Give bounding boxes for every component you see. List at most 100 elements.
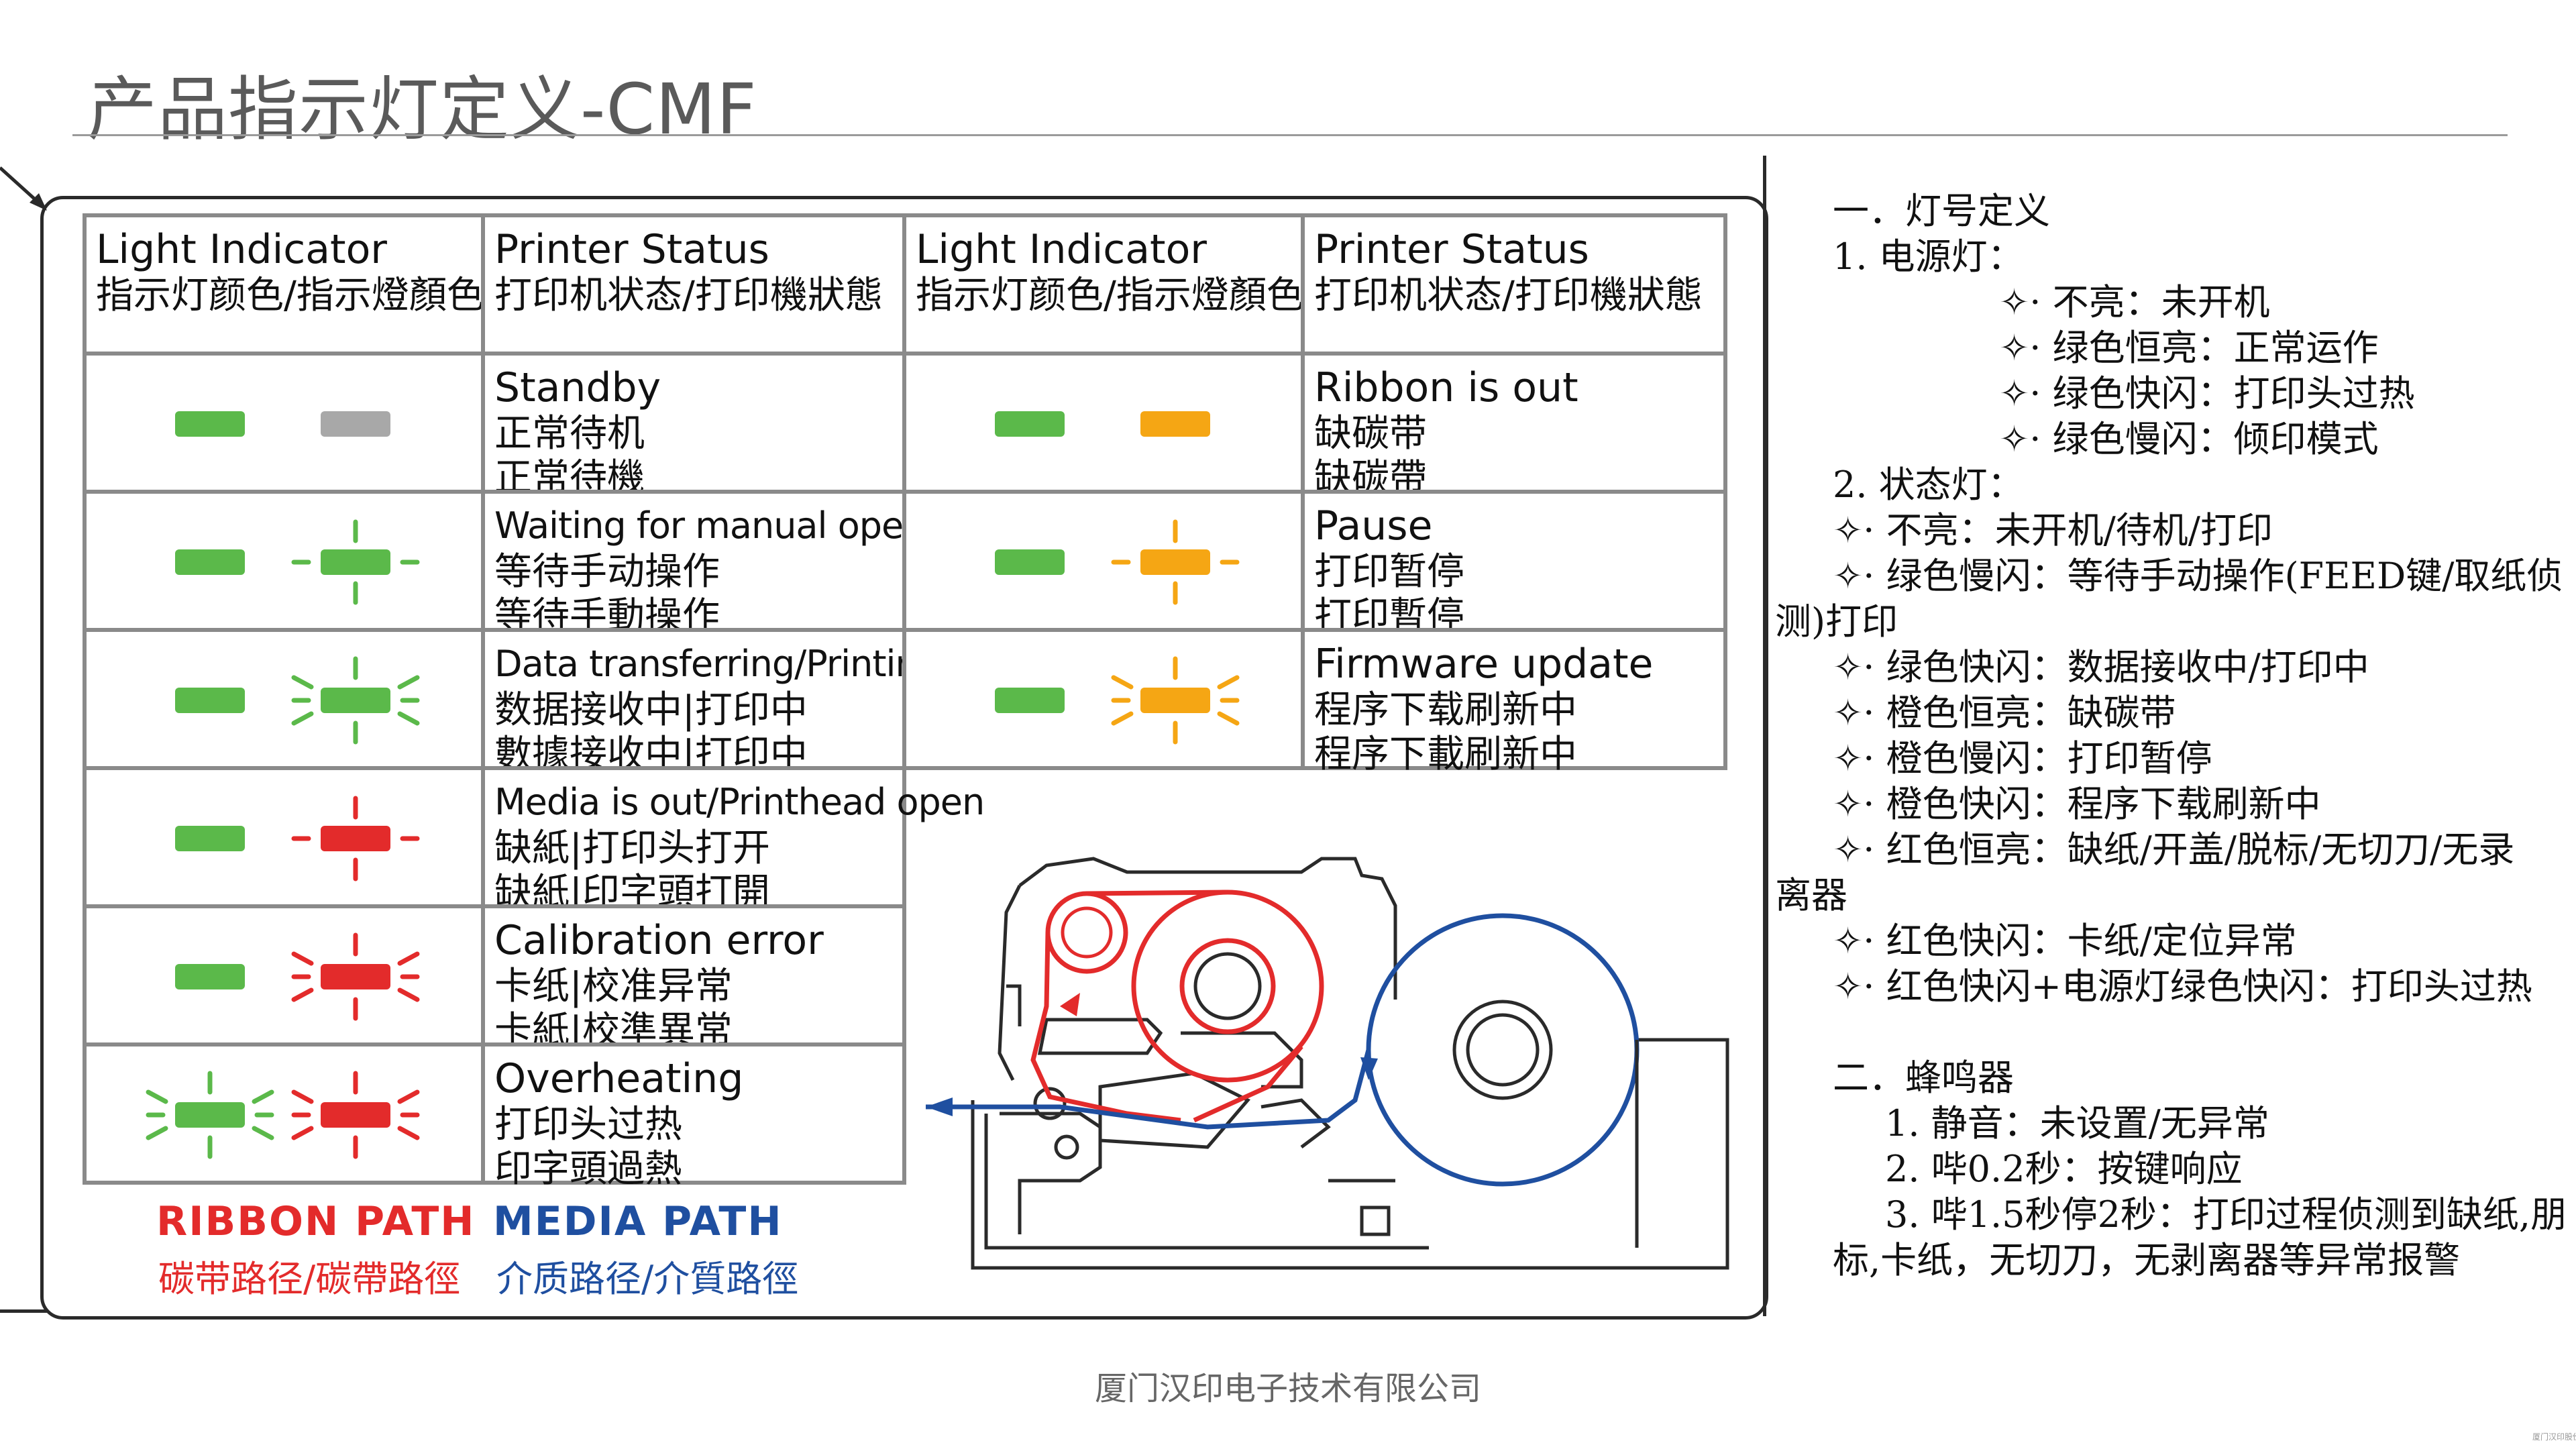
notes-section-buzzer: 二．蜂鸣器: [1833, 1057, 2014, 1099]
power-light-title: 1. 电源灯：: [1833, 235, 2024, 278]
status-led-red-slow: [321, 826, 390, 851]
status-cell-media-out: Media is out/Printhead open 缺紙|打印头打开 缺紙|…: [481, 766, 985, 914]
power-led-green: [175, 688, 245, 713]
status-led-red-fast: [321, 1102, 390, 1128]
status-led-orange: [1140, 411, 1210, 437]
status-cn: 打印头过热: [494, 1103, 682, 1146]
status-cn: 打印暂停: [1314, 550, 1464, 594]
media-arrow-icon: [1360, 1057, 1378, 1080]
status-led-green-fast: [321, 688, 390, 713]
status-cell-overheating: Overheating 打印头过热 印字頭過熱: [481, 1042, 906, 1191]
status-cn: 正常待机: [494, 412, 645, 455]
status-en: Standby: [494, 364, 661, 411]
header-light-indicator-right: Light Indicator 指示灯颜色/指示燈顏色: [902, 213, 1305, 356]
status-item: ✧· 橙色恒亮：缺碳带: [1833, 692, 2176, 734]
media-path-line: [926, 913, 1640, 1187]
status-cell-standby: Standby 正常待机 正常待機: [481, 352, 906, 500]
led-cell-media-out: [83, 766, 485, 908]
power-item: ✧· 不亮：未开机: [1999, 281, 2270, 323]
status-cell-firmware: Firmware update 程序下载刷新中 程序下載刷新中: [1301, 628, 1727, 776]
ribbon-path-cn: 碳带路径/碳帶路徑: [158, 1258, 461, 1300]
status-item: ✧· 红色快闪：卡纸/定位异常: [1833, 920, 2297, 962]
header-status-en: Printer Status: [494, 226, 769, 273]
ribbon-arrow-icon: [1060, 993, 1080, 1016]
status-en: Calibration error: [494, 917, 824, 964]
status-cn: 等待手动操作: [494, 550, 720, 594]
ribbon-path-line: [1030, 890, 1324, 1123]
power-led-green: [175, 964, 245, 989]
status-en: Media is out/Printhead open: [494, 781, 985, 823]
header-status-cn: 打印机状态/打印機狀態: [494, 274, 883, 317]
media-path-label: MEDIA PATH: [493, 1198, 783, 1245]
header-light-right-cn: 指示灯颜色/指示燈顏色: [916, 274, 1304, 317]
buzzer-item: 2. 哔0.2秒：按键响应: [1885, 1148, 2243, 1190]
status-en: Pause: [1314, 502, 1433, 549]
power-item: ✧· 绿色快闪：打印头过热: [1999, 372, 2415, 415]
footer-company: 厦门汉印电子技术有限公司: [1094, 1370, 1481, 1407]
printer-path-diagram: [926, 857, 1729, 1270]
status-en: Overheating: [494, 1055, 744, 1102]
buzzer-item-cont: 标,卡纸，无切刀，无剥离器等异常报警: [1833, 1239, 2461, 1281]
status-item: ✧· 不亮：未开机/待机/打印: [1833, 509, 2273, 551]
status-cell-pause: Pause 打印暂停 打印暫停: [1301, 490, 1727, 638]
buzzer-item: 3. 哔1.5秒停2秒：打印过程侦测到缺纸,朋: [1885, 1193, 2567, 1236]
header-light-indicator: Light Indicator 指示灯颜色/指示燈顏色: [83, 213, 485, 356]
status-led-green-slow: [321, 549, 390, 575]
status-led-orange-fast: [1140, 688, 1210, 713]
title-divider: [72, 134, 2508, 136]
status-tw: 印字頭過熱: [494, 1147, 682, 1191]
status-item-cont: 测)打印: [1775, 600, 1898, 643]
status-cn: 卡纸|校准异常: [494, 965, 733, 1008]
header-light-en: Light Indicator: [96, 226, 387, 273]
buzzer-item: 1. 静音：未设置/无异常: [1885, 1102, 2269, 1144]
status-cn: 缺紙|打印头打开: [494, 826, 770, 870]
notes-section-lights: 一．灯号定义: [1833, 190, 2050, 232]
status-item-cont: 离器: [1775, 874, 1847, 916]
header-printer-status: Printer Status 打印机状态/打印機狀態: [481, 213, 906, 356]
watermark: 厦门汉印股份有限公司: [2532, 1432, 2576, 1442]
status-item: ✧· 绿色快闪：数据接收中/打印中: [1833, 646, 2369, 688]
led-cell-ribbon-out: [902, 352, 1305, 494]
frame-left-line: [0, 1309, 47, 1313]
status-en: Data transferring/Printing: [494, 643, 941, 685]
status-item: ✧· 红色快闪+电源灯绿色快闪：打印头过热: [1833, 965, 2532, 1008]
indicator-table: Light Indicator 指示灯颜色/指示燈顏色 Printer Stat…: [83, 213, 1727, 1191]
status-cn: 数据接收中|打印中: [494, 688, 808, 732]
media-path-cn: 介质路径/介質路徑: [496, 1258, 799, 1300]
header-status-right-en: Printer Status: [1314, 226, 1589, 273]
led-cell-standby: [83, 352, 485, 494]
power-led-green: [175, 549, 245, 575]
diagram-frame: [40, 196, 1768, 1320]
status-cn: 缺碳带: [1314, 412, 1427, 455]
media-roll-core: [1452, 1000, 1639, 1248]
power-led-green-fast: [175, 1102, 245, 1128]
status-led-red-fast: [321, 964, 390, 989]
status-item: ✧· 橙色快闪：程序下载刷新中: [1833, 783, 2321, 825]
printer-body-outline: [971, 857, 1729, 1270]
status-item: ✧· 绿色慢闪：等待手动操作(FEED键/取纸侦: [1833, 555, 2563, 597]
power-item: ✧· 绿色恒亮：正常运作: [1999, 327, 2379, 369]
header-light-right-en: Light Indicator: [916, 226, 1207, 273]
ribbon-path-label: RIBBON PATH: [156, 1198, 476, 1245]
power-led-green: [995, 549, 1065, 575]
status-en: Ribbon is out: [1314, 364, 1578, 411]
status-light-title: 2. 状态灯：: [1833, 464, 2024, 506]
pointer-arrow-icon: [0, 166, 47, 211]
power-item: ✧· 绿色慢闪：倾印模式: [1999, 418, 2379, 460]
status-led-orange-slow: [1140, 549, 1210, 575]
status-tw: 程序下載刷新中: [1314, 733, 1577, 776]
power-led-green: [995, 688, 1065, 713]
page-title: 产品指示灯定义-CMF: [87, 68, 757, 150]
status-led-gray: [321, 411, 390, 437]
status-en: Firmware update: [1314, 641, 1654, 688]
notes-panel: 一．灯号定义 1. 电源灯： ✧· 不亮：未开机 ✧· 绿色恒亮：正常运作 ✧·…: [1771, 181, 2576, 1281]
header-light-cn: 指示灯颜色/指示燈顏色: [96, 274, 484, 317]
power-led-green: [175, 411, 245, 437]
status-item: ✧· 橙色慢闪：打印暂停: [1833, 737, 2212, 780]
status-cn: 程序下载刷新中: [1314, 688, 1577, 732]
header-status-right-cn: 打印机状态/打印機狀態: [1314, 274, 1703, 317]
power-led-green: [995, 411, 1065, 437]
status-item: ✧· 红色恒亮：缺纸/开盖/脱标/无切刀/无录: [1833, 828, 2515, 871]
power-led-green: [175, 826, 245, 851]
media-arrow-icon: [926, 1097, 953, 1116]
